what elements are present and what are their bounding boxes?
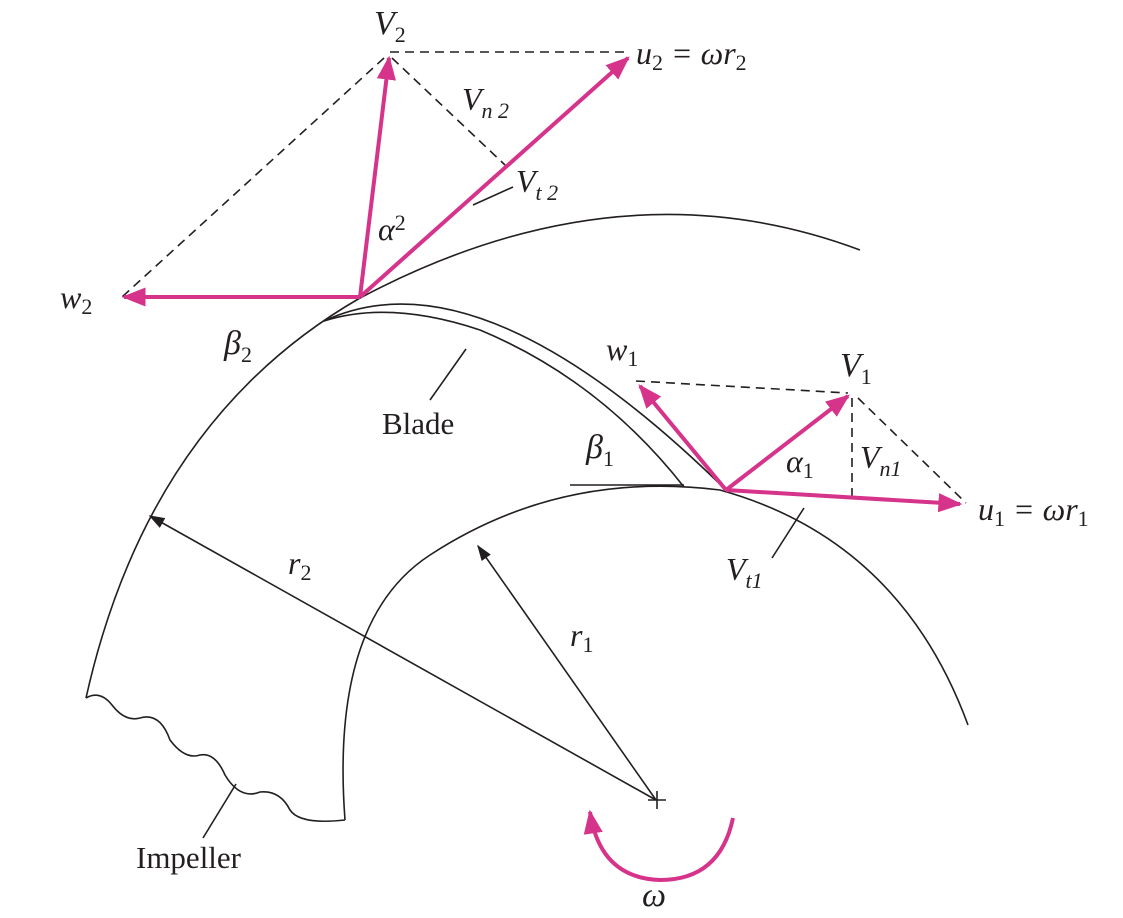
label-r1: r1 xyxy=(570,617,593,657)
outer-rim-arc xyxy=(85,213,861,699)
label-Vt2: Vt 2 xyxy=(516,163,558,205)
vector-V2 xyxy=(358,55,396,298)
dash-v2-w2 xyxy=(121,57,385,298)
vector-u1 xyxy=(725,488,963,513)
label-beta2: β2 xyxy=(223,325,252,367)
rotation-arrow xyxy=(583,809,735,883)
label-u2: u2 = ωr2 xyxy=(636,35,747,75)
vt2-leader xyxy=(472,186,514,206)
label-impeller: Impeller xyxy=(136,840,242,875)
dash-w1-V1 xyxy=(635,380,849,394)
blade-leader xyxy=(429,348,467,401)
dash-vn2 xyxy=(391,57,506,166)
label-r2: r2 xyxy=(288,545,311,585)
label-V1: V1 xyxy=(840,347,872,389)
label-V2: V2 xyxy=(374,5,406,47)
inner-hub-arc xyxy=(342,485,969,821)
label-alpha1: α1 xyxy=(786,443,814,483)
label-w1: w1 xyxy=(606,331,638,371)
impeller-leader xyxy=(202,783,237,839)
dash-V1-u1 xyxy=(857,397,967,504)
vector-V1 xyxy=(724,394,850,492)
label-blade: Blade xyxy=(382,406,454,441)
label-Vn2: Vn 2 xyxy=(462,81,509,123)
r2-arrow xyxy=(148,515,657,801)
label-alpha2: α2 xyxy=(378,210,406,247)
center-mark xyxy=(648,791,666,809)
label-Vt1: Vt1 xyxy=(726,551,763,593)
vector-u2 xyxy=(358,56,630,299)
blade-inner-curve xyxy=(323,311,685,488)
vector-w1 xyxy=(638,384,728,492)
label-omega: ω xyxy=(642,877,666,914)
r1-arrow xyxy=(477,544,657,801)
label-w2: w2 xyxy=(60,279,92,319)
label-beta1: β1 xyxy=(585,429,614,471)
blade-outer-curve xyxy=(323,303,727,491)
label-u1: u1 = ωr1 xyxy=(978,491,1089,531)
label-Vn1: Vn1 xyxy=(860,439,902,481)
impeller-left-edge xyxy=(85,694,346,823)
vt1-leader xyxy=(771,507,805,559)
